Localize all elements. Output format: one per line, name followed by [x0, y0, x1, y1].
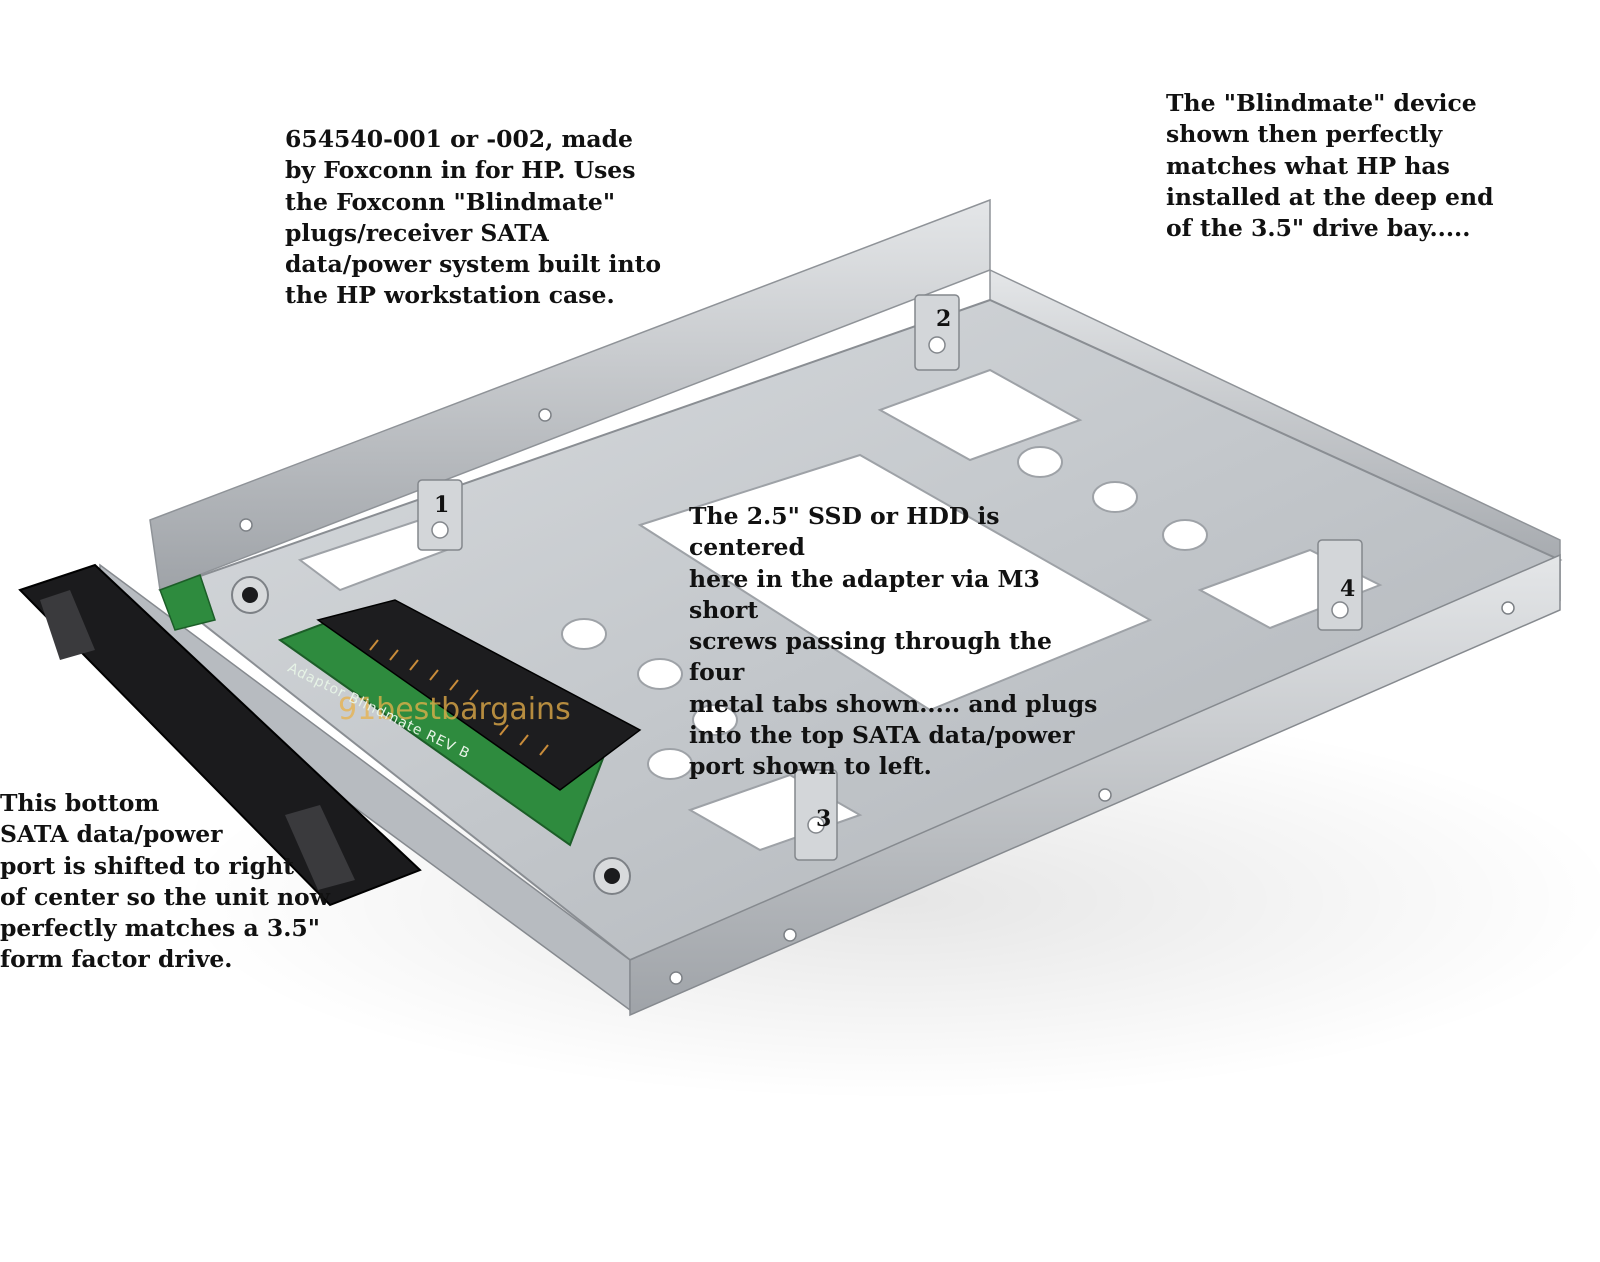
round-holes — [561, 446, 1208, 780]
cutout-upper — [877, 368, 1083, 462]
bottom-port-annotation: This bottom SATA data/power port is shif… — [0, 789, 330, 974]
tab-label-2: 2 — [936, 306, 952, 332]
screw-tabs — [417, 294, 1363, 861]
top-sata-connector — [316, 599, 642, 791]
watermark: 91bestbargains — [338, 692, 571, 727]
blindmate-annotation: The "Blindmate" device shown then perfec… — [1166, 89, 1494, 243]
connector-pins — [369, 639, 549, 756]
center-cutout — [637, 453, 1153, 712]
drive-mount-annotation: The 2.5" SSD or HDD is centered here in … — [689, 502, 1098, 781]
tab-label-4: 4 — [1340, 576, 1356, 602]
bottom-sata-slot — [40, 590, 95, 660]
front-right-rail — [629, 553, 1561, 1017]
rail-holes — [239, 408, 1515, 985]
bottom-sata-slot-2 — [285, 805, 355, 890]
tab-label-1: 1 — [434, 492, 450, 518]
mounting-screws — [231, 576, 631, 895]
part-number-annotation: 654540-001 or -002, made by Foxconn in f… — [285, 125, 662, 310]
pcb-board-left — [159, 574, 216, 631]
tab-holes — [431, 336, 1349, 834]
tab-label-3: 3 — [816, 806, 832, 832]
